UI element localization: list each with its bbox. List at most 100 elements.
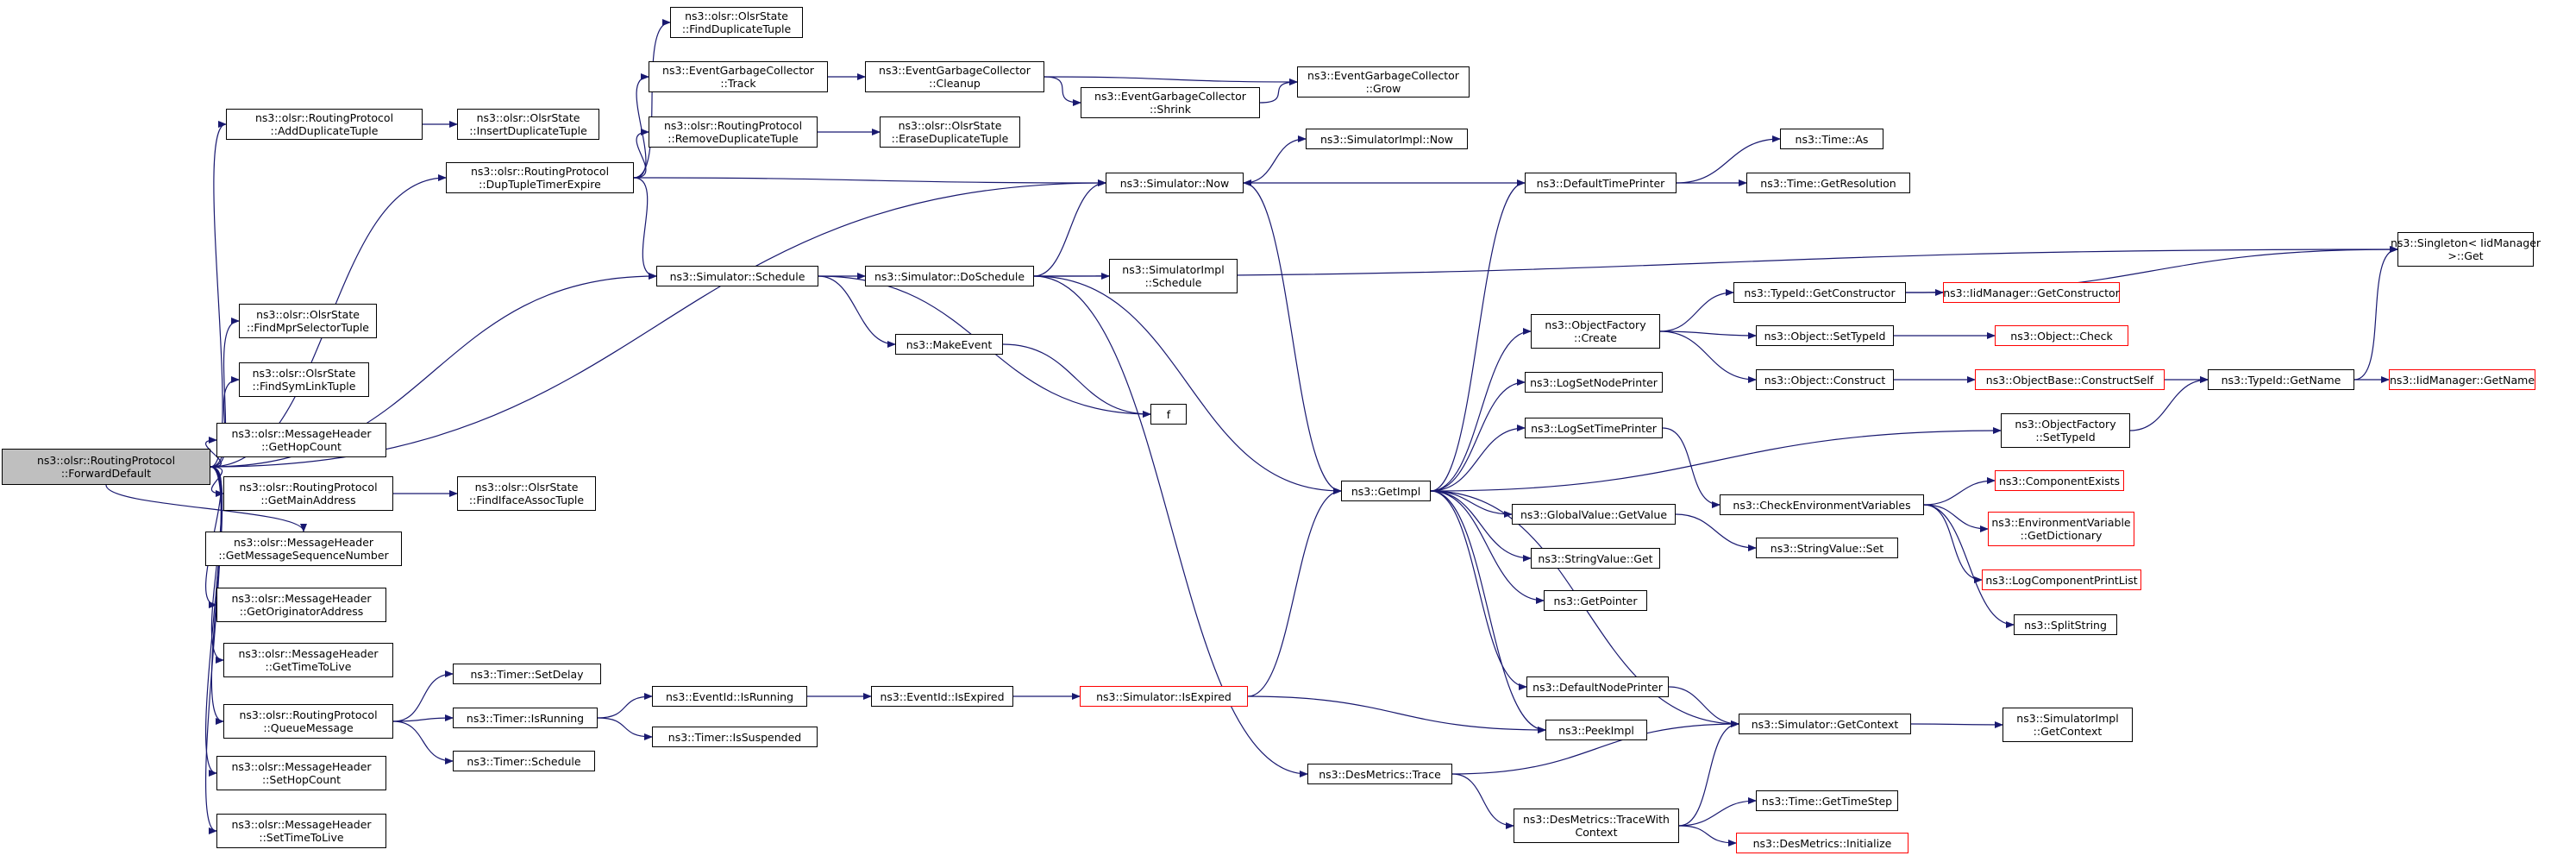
node-simSched[interactable]: ns3::Simulator::Schedule [656, 266, 818, 286]
edge-simExp-to-getImpl [1247, 488, 1342, 697]
edge-defNodePr-to-simGetCtx [1668, 686, 1739, 727]
node-ofSetType[interactable]: ns3::ObjectFactory::SetTypeId [2001, 413, 2130, 448]
node-setHop[interactable]: ns3::olsr::MessageHeader::SetHopCount [216, 756, 386, 790]
node-doSched[interactable]: ns3::Simulator::DoSchedule [865, 266, 1034, 286]
node-evExp[interactable]: ns3::EventId::IsExpired [871, 686, 1013, 707]
node-label: ns3::EventId::IsRunning [665, 689, 794, 703]
node-logNodePr[interactable]: ns3::LogSetNodePrinter [1525, 372, 1663, 393]
node-makeEvent[interactable]: ns3::MakeEvent [895, 334, 1003, 355]
node-label-line2: ::SetTimeToLive [259, 831, 344, 844]
node-simImplNow[interactable]: ns3::SimulatorImpl::Now [1306, 129, 1468, 149]
node-label: ns3::StringValue::Set [1770, 541, 1884, 555]
node-timerRun[interactable]: ns3::Timer::IsRunning [453, 708, 598, 728]
node-label: ns3::olsr::RoutingProtocol [663, 119, 803, 132]
node-timeRes[interactable]: ns3::Time::GetResolution [1746, 173, 1910, 193]
node-label: ns3::Simulator::Schedule [669, 269, 805, 283]
node-label-line2: ::Shrink [1149, 103, 1192, 116]
node-label: ns3::DesMetrics::Initialize [1752, 836, 1892, 850]
node-getPtr[interactable]: ns3::GetPointer [1544, 590, 1647, 611]
node-constructSelf[interactable]: ns3::ObjectBase::ConstructSelf [1975, 369, 2165, 390]
node-egcClean[interactable]: ns3::EventGarbageCollector::Cleanup [865, 61, 1044, 92]
node-label: ns3::DesMetrics::Trace [1319, 767, 1441, 781]
node-label: ns3::EventGarbageCollector [1094, 90, 1246, 103]
node-label: ns3::TypeId::GetConstructor [1744, 286, 1896, 299]
node-setTtl[interactable]: ns3::olsr::MessageHeader::SetTimeToLive [216, 814, 386, 848]
node-label-line2: ::Grow [1365, 82, 1401, 95]
node-egcGrow[interactable]: ns3::EventGarbageCollector::Grow [1297, 66, 1470, 98]
node-getImpl[interactable]: ns3::GetImpl [1341, 481, 1431, 501]
node-queueMsg[interactable]: ns3::olsr::RoutingProtocol::QueueMessage [223, 704, 393, 739]
node-defTime[interactable]: ns3::DefaultTimePrinter [1525, 173, 1677, 193]
node-desTrace[interactable]: ns3::DesMetrics::Trace [1307, 764, 1452, 784]
node-getSeq[interactable]: ns3::olsr::MessageHeader::GetMessageSequ… [205, 532, 402, 566]
node-desInit[interactable]: ns3::DesMetrics::Initialize [1736, 833, 1908, 853]
node-getTtl[interactable]: ns3::olsr::MessageHeader::GetTimeToLive [223, 643, 393, 677]
node-timerSched[interactable]: ns3::Timer::Schedule [453, 751, 595, 771]
node-label-line2: ::EraseDuplicateTuple [891, 132, 1009, 145]
node-compExists[interactable]: ns3::ComponentExists [1995, 470, 2124, 491]
node-label: ns3::Time::GetResolution [1760, 176, 1896, 190]
node-logCompPrint[interactable]: ns3::LogComponentPrintList [1982, 569, 2141, 590]
node-timeAs[interactable]: ns3::Time::As [1780, 129, 1883, 149]
node-checkEnv[interactable]: ns3::CheckEnvironmentVariables [1720, 494, 1924, 515]
node-label: ns3::SimulatorImpl::Now [1319, 132, 1454, 146]
node-implSched[interactable]: ns3::SimulatorImpl::Schedule [1109, 259, 1238, 293]
node-objFactCreate[interactable]: ns3::ObjectFactory::Create [1531, 314, 1660, 349]
node-eraseDup[interactable]: ns3::olsr::OlsrState::EraseDuplicateTupl… [880, 116, 1020, 148]
node-gvGet[interactable]: ns3::GlobalValue::GetValue [1512, 504, 1676, 525]
node-label: ns3::Object::SetTypeId [1764, 329, 1886, 343]
node-objCheck[interactable]: ns3::Object::Check [1995, 325, 2128, 346]
node-f[interactable]: f [1150, 404, 1187, 425]
node-egcTrack[interactable]: ns3::EventGarbageCollector::Track [649, 61, 828, 92]
node-simGetCtx[interactable]: ns3::Simulator::GetContext [1739, 714, 1911, 734]
node-svGet[interactable]: ns3::StringValue::Get [1531, 548, 1660, 569]
edge-doSched-to-desTrace [1033, 275, 1308, 777]
node-objSetType[interactable]: ns3::Object::SetTypeId [1756, 325, 1894, 346]
node-remDup[interactable]: ns3::olsr::RoutingProtocol::RemoveDuplic… [649, 116, 818, 148]
node-timerDelay[interactable]: ns3::Timer::SetDelay [453, 664, 601, 684]
edge-typeGetName-to-singleton [2353, 246, 2398, 381]
node-simNow[interactable]: ns3::Simulator::Now [1106, 173, 1244, 193]
node-addDup[interactable]: ns3::olsr::RoutingProtocol::AddDuplicate… [226, 109, 423, 140]
node-label: ns3::IidManager::GetConstructor [1943, 286, 2120, 299]
node-defNodePr[interactable]: ns3::DefaultNodePrinter [1526, 676, 1669, 697]
node-singleton[interactable]: ns3::Singleton< IidManager >::Get [2391, 232, 2541, 267]
node-splitStr[interactable]: ns3::SplitString [2014, 614, 2117, 635]
node-getHop[interactable]: ns3::olsr::MessageHeader::GetHopCount [216, 423, 386, 457]
node-simExp[interactable]: ns3::Simulator::IsExpired [1080, 686, 1248, 707]
node-label-line2: ::Create [1574, 331, 1617, 344]
edge-dupExp-to-egcTrack [633, 73, 649, 179]
node-typeGetName[interactable]: ns3::TypeId::GetName [2208, 369, 2354, 390]
node-label: ns3::EventGarbageCollector [879, 64, 1031, 77]
edge-desTraceCtx-to-simGetCtx [1678, 720, 1739, 827]
node-iidGetCtor[interactable]: ns3::IidManager::GetConstructor [1943, 282, 2120, 303]
node-findSym[interactable]: ns3::olsr::OlsrState::FindSymLinkTuple [239, 362, 369, 397]
node-findDup[interactable]: ns3::olsr::OlsrState::FindDuplicateTuple [670, 7, 803, 38]
node-objConstruct[interactable]: ns3::Object::Construct [1756, 369, 1894, 390]
node-typeGetCtor[interactable]: ns3::TypeId::GetConstructor [1733, 282, 1906, 303]
node-svSet[interactable]: ns3::StringValue::Set [1756, 538, 1898, 558]
node-iidGetName[interactable]: ns3::IidManager::GetName [2389, 369, 2535, 390]
node-envGetDict[interactable]: ns3::EnvironmentVariable::GetDictionary [1988, 512, 2134, 546]
node-label: ns3::Timer::SetDelay [470, 667, 584, 681]
node-implGetCtx[interactable]: ns3::SimulatorImpl::GetContext [2003, 708, 2133, 742]
node-timeStep[interactable]: ns3::Time::GetTimeStep [1756, 790, 1898, 811]
node-findMpr[interactable]: ns3::olsr::OlsrState::FindMprSelectorTup… [239, 304, 377, 338]
edge-checkEnv-to-logCompPrint [1923, 504, 1983, 583]
node-logTimePr[interactable]: ns3::LogSetTimePrinter [1525, 418, 1663, 438]
node-label-line2: ::FindDuplicateTuple [681, 22, 792, 35]
node-egcShrink[interactable]: ns3::EventGarbageCollector::Shrink [1081, 87, 1260, 118]
node-label-line2: ::GetMainAddress [260, 494, 356, 507]
node-peekImpl[interactable]: ns3::PeekImpl [1545, 720, 1647, 740]
node-insDup[interactable]: ns3::olsr::OlsrState::InsertDuplicateTup… [457, 109, 599, 140]
node-label: ns3::SimulatorImpl [1122, 263, 1225, 276]
edge-egcShrink-to-egcGrow [1259, 79, 1298, 104]
node-getMain[interactable]: ns3::olsr::RoutingProtocol::GetMainAddre… [223, 476, 393, 511]
node-evRun[interactable]: ns3::EventId::IsRunning [652, 686, 807, 707]
node-dupExp[interactable]: ns3::olsr::RoutingProtocol::DupTupleTime… [446, 162, 634, 193]
node-getOrig[interactable]: ns3::olsr::MessageHeader::GetOriginatorA… [216, 588, 386, 622]
node-label: ns3::olsr::MessageHeader [231, 818, 372, 831]
node-timerSusp[interactable]: ns3::Timer::IsSuspended [652, 727, 818, 747]
node-findIface[interactable]: ns3::olsr::OlsrState::FindIfaceAssocTupl… [457, 476, 596, 511]
